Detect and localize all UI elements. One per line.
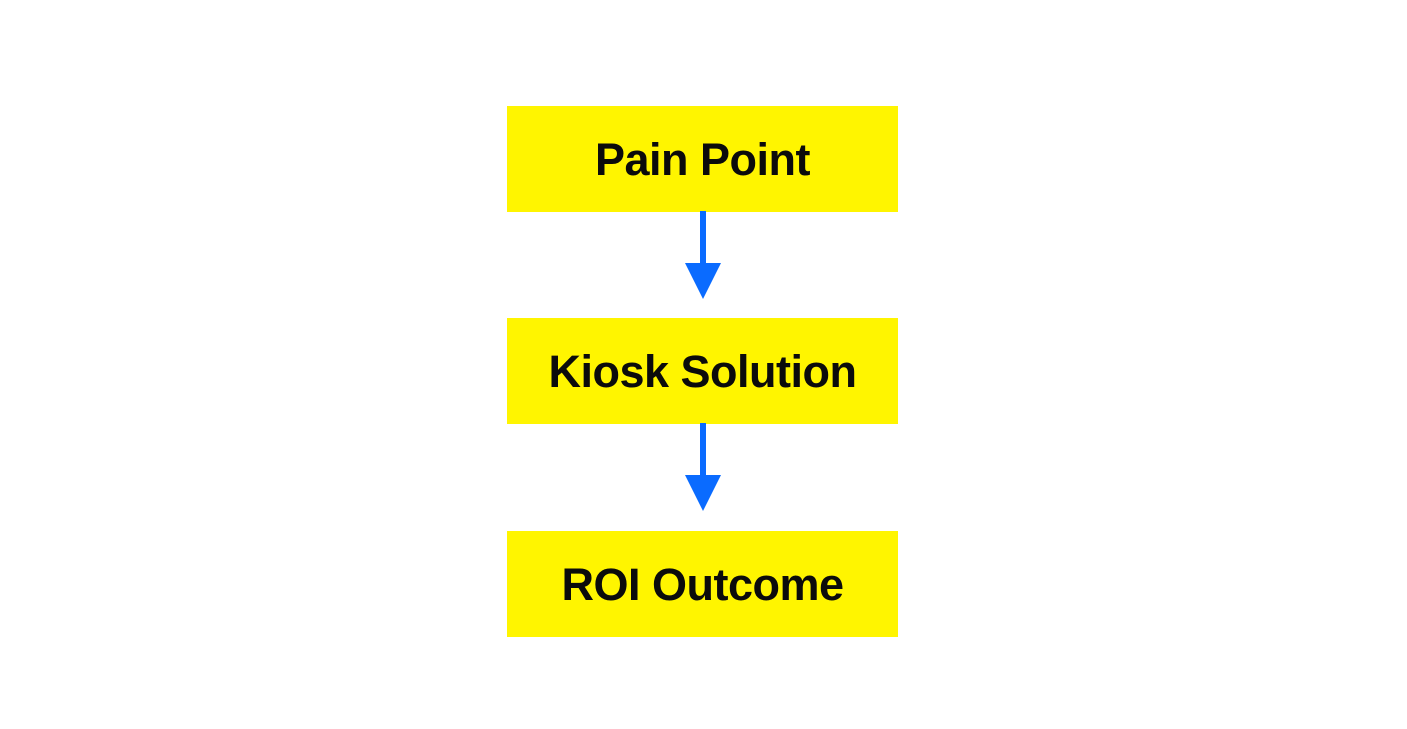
- flow-node-roi-outcome[interactable]: ROI Outcome: [507, 531, 898, 637]
- arrow-down-icon: [685, 211, 721, 299]
- flow-node-pain-point[interactable]: Pain Point: [507, 106, 898, 212]
- connector-pain-point-to-kiosk-solution: [679, 211, 727, 300]
- arrow-down-icon: [685, 423, 721, 511]
- flow-node-kiosk-solution[interactable]: Kiosk Solution: [507, 318, 898, 424]
- flow-node-kiosk-solution-label: Kiosk Solution: [548, 345, 858, 397]
- connector-kiosk-solution-to-roi-outcome: [679, 423, 727, 512]
- flow-node-pain-point-label: Pain Point: [594, 133, 811, 185]
- flow-node-roi-outcome-label: ROI Outcome: [561, 558, 844, 610]
